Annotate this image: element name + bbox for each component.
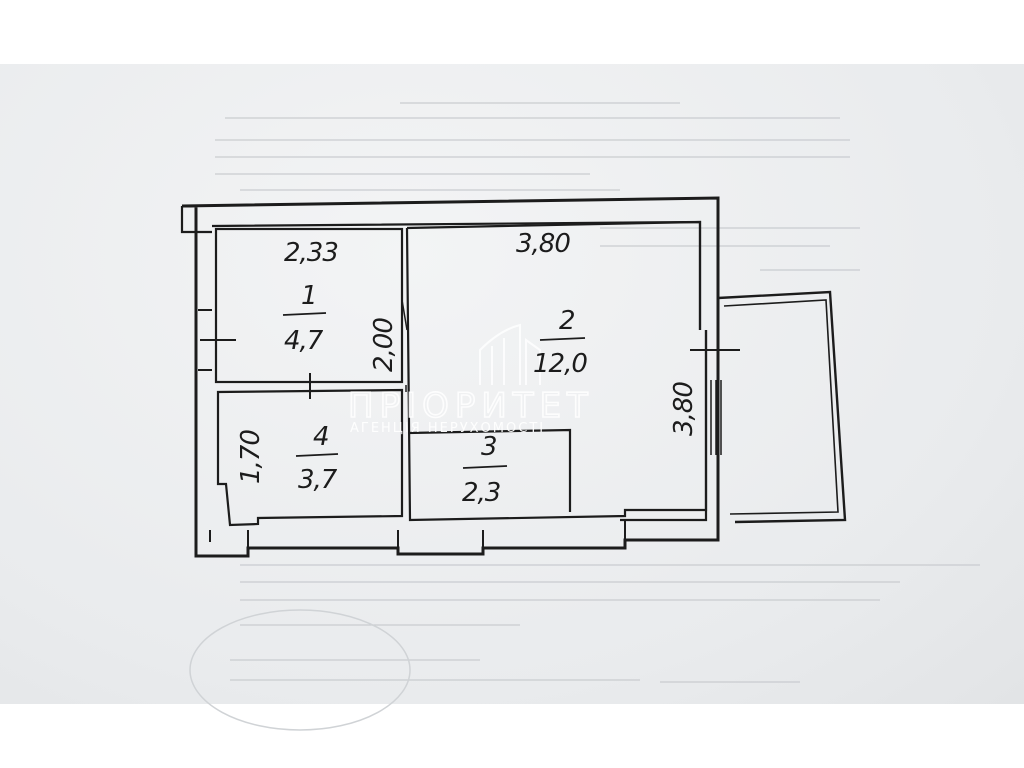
room-1-area: 4,7 xyxy=(284,326,324,356)
room-4-area: 3,7 xyxy=(298,465,338,495)
wall-corner-top-left xyxy=(180,206,212,234)
room-1-fraction-line xyxy=(282,312,327,316)
dim-room-1-side: 2,00 xyxy=(369,318,399,372)
dim-top-right: 3,80 xyxy=(516,229,570,259)
watermark-building-icon xyxy=(479,323,541,385)
room-2-outline xyxy=(405,220,708,522)
room-2-fraction-line xyxy=(539,337,586,341)
room-2-area: 12,0 xyxy=(533,349,587,379)
door-room-1-2 xyxy=(401,299,408,331)
room-1-number: 1 xyxy=(301,281,318,311)
outer-wall xyxy=(181,196,720,558)
room-3-number: 3 xyxy=(481,432,498,462)
bottom-wall-steps xyxy=(209,520,626,548)
dim-room-4-side: 1,70 xyxy=(236,430,266,484)
paper-background xyxy=(0,64,1024,704)
room-4-outline xyxy=(216,388,404,527)
dim-room-2-side: 3,80 xyxy=(669,382,699,436)
watermark-name: ПРІОРИТЕТ xyxy=(348,386,594,426)
balcony-door xyxy=(705,380,722,455)
background-text-lines xyxy=(189,102,980,731)
room-4-number: 4 xyxy=(313,422,330,452)
room-3-fraction-line xyxy=(462,465,508,469)
room-3-outline xyxy=(407,428,572,512)
dim-top-left: 2,33 xyxy=(284,238,338,268)
room-4-fraction-line xyxy=(295,453,339,457)
room-2-number: 2 xyxy=(559,306,576,336)
agency-watermark: ПРІОРИТЕТ АГЕНЦІЯ НЕРУХОМОСТІ xyxy=(347,323,594,436)
watermark-tagline: АГЕНЦІЯ НЕРУХОМОСТІ xyxy=(350,421,545,436)
room-3-area: 2,3 xyxy=(462,478,500,508)
balcony-outline-inner xyxy=(723,299,839,515)
balcony-outline xyxy=(717,290,847,524)
